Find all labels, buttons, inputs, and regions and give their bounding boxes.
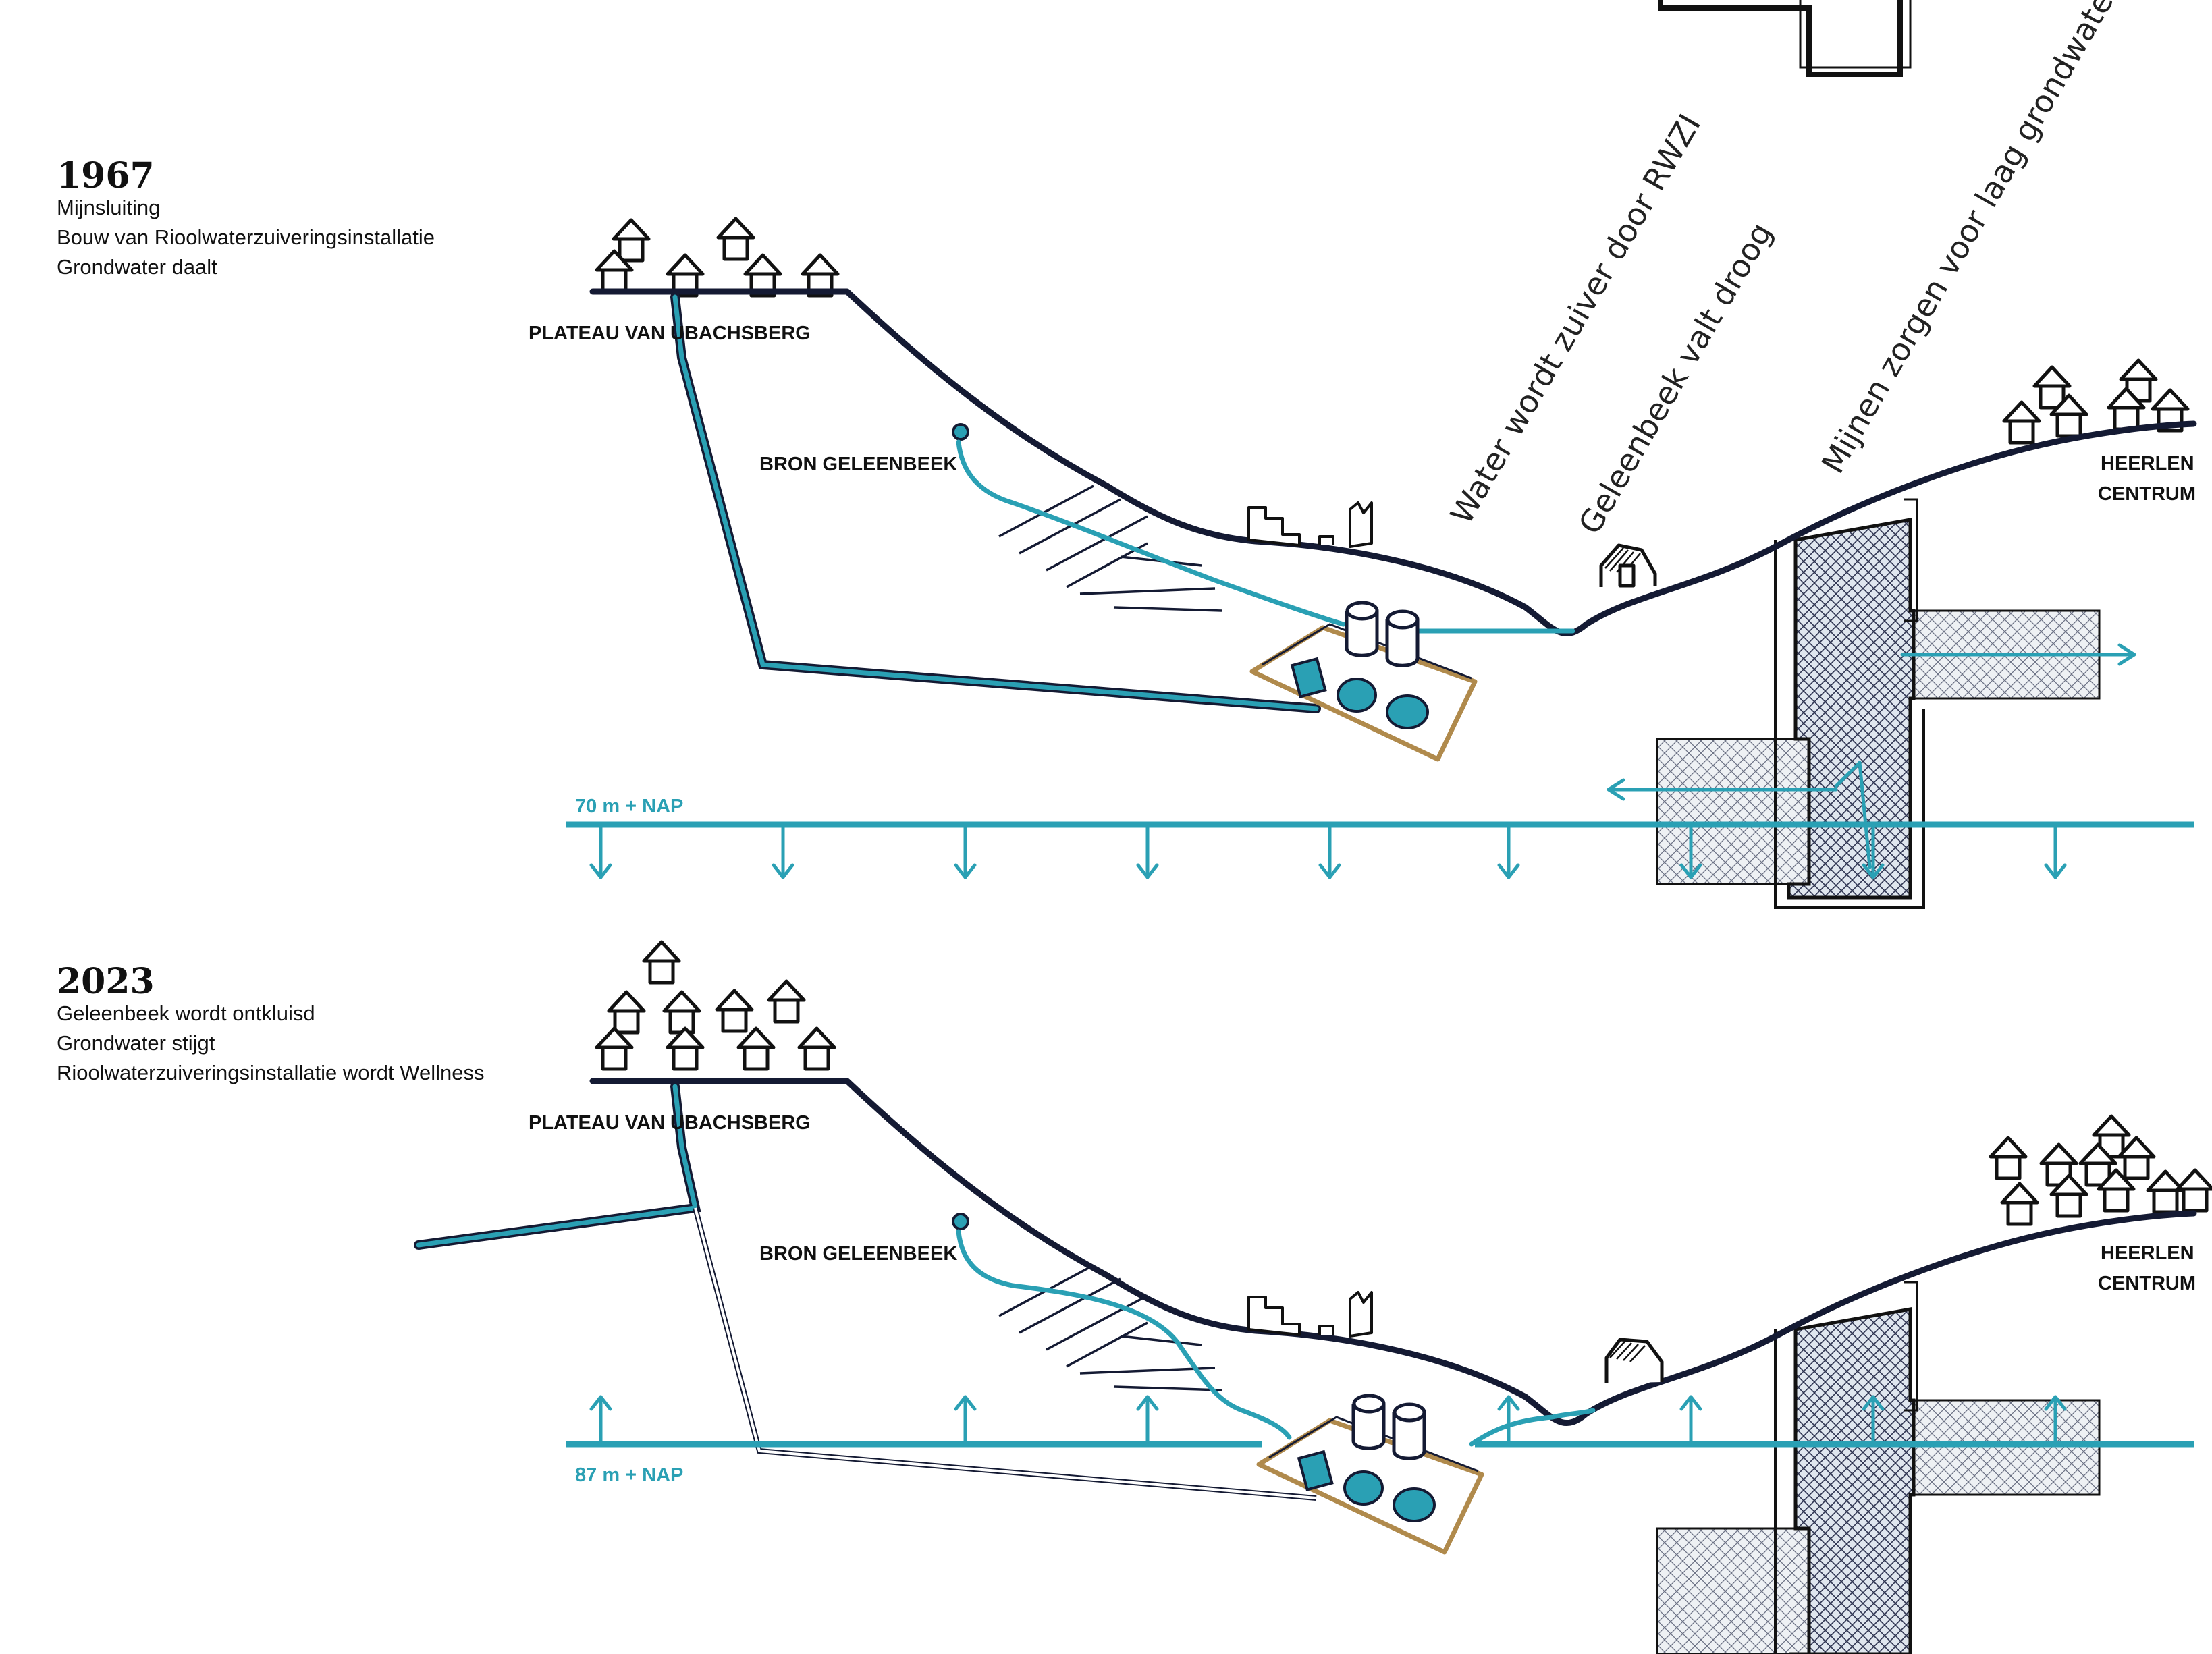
stream-1967: [952, 423, 1575, 634]
mine-water-flow-1967: [1607, 643, 2136, 869]
plateau-label-1967: PLATEAU VAN UBACHSBERG: [529, 323, 811, 344]
panel-1967-year: 1967: [57, 155, 155, 196]
groundwater-level-label-2023: 87 m + NAP: [575, 1464, 683, 1486]
houses-plateau-1967: [597, 219, 838, 296]
panel-2023: 2023 Geleenbeek wordt ontkluisd Grondwat…: [57, 942, 2212, 1654]
mine-ruins-1967: [1247, 501, 1373, 548]
source-label-2023: BRON GELEENBEEK: [759, 1243, 957, 1265]
falling-groundwater-arrows: [589, 823, 2067, 879]
panel-2023-year: 2023: [57, 961, 155, 1002]
houses-plateau-2023: [597, 942, 834, 1069]
panel-1967-line-1: Mijnsluiting: [57, 196, 160, 219]
rock-hatching-2023: [998, 1264, 1222, 1391]
ground-profile-2023: [589, 1078, 2197, 1427]
drain-pipe-1967: [670, 292, 1321, 713]
hut-2023: [1604, 1338, 1664, 1383]
stream-2023: [952, 1213, 1596, 1447]
houses-heerlen-2023: [1991, 1116, 2212, 1224]
panel-2023-line-3: Rioolwaterzuiveringsinstallatie wordt We…: [57, 1061, 484, 1084]
mine-shaft-2023: [1656, 1281, 2101, 1654]
annotations: Water wordt zuiver door RWZI Geleenbeek …: [1443, 0, 2127, 541]
plateau-label-2023: PLATEAU VAN UBACHSBERG: [529, 1112, 811, 1134]
city-label-1967-line-1: HEERLEN: [2101, 453, 2194, 474]
mine-shaft-top-fragment: [1658, 0, 1912, 77]
ground-profile-1967: [589, 288, 2197, 637]
panel-1967-line-3: Grondwater daalt: [57, 255, 217, 279]
city-label-2023-line-1: HEERLEN: [2101, 1242, 2194, 1264]
mine-shaft-1967: [1656, 498, 2101, 909]
rock-hatching-1967: [998, 485, 1222, 612]
annotation-rwzi: Water wordt zuiver door RWZI: [1443, 108, 1708, 530]
panel-1967-line-2: Bouw van Rioolwaterzuiveringsinstallatie: [57, 225, 435, 249]
groundwater-level-label-1967: 70 m + NAP: [575, 796, 683, 817]
rising-groundwater-arrows: [589, 1395, 2067, 1446]
treatment-plant-2023: [1256, 1394, 1484, 1555]
hut-1967: [1599, 543, 1657, 588]
panel-2023-line-2: Grondwater stijgt: [57, 1031, 215, 1055]
drain-pipe-2023: [414, 1082, 1317, 1501]
panel-1967: 1967 Mijnsluiting Bouw van Rioolwaterzui…: [57, 155, 2197, 909]
treatment-plant-1967: [1249, 601, 1478, 762]
city-label-1967-line-2: CENTRUM: [2098, 483, 2196, 505]
mine-ruins-2023: [1247, 1291, 1373, 1338]
houses-heerlen-1967: [2004, 360, 2188, 443]
panel-2023-line-1: Geleenbeek wordt ontkluisd: [57, 1001, 315, 1025]
source-label-1967: BRON GELEENBEEK: [759, 453, 957, 475]
city-label-2023-line-2: CENTRUM: [2098, 1273, 2196, 1294]
